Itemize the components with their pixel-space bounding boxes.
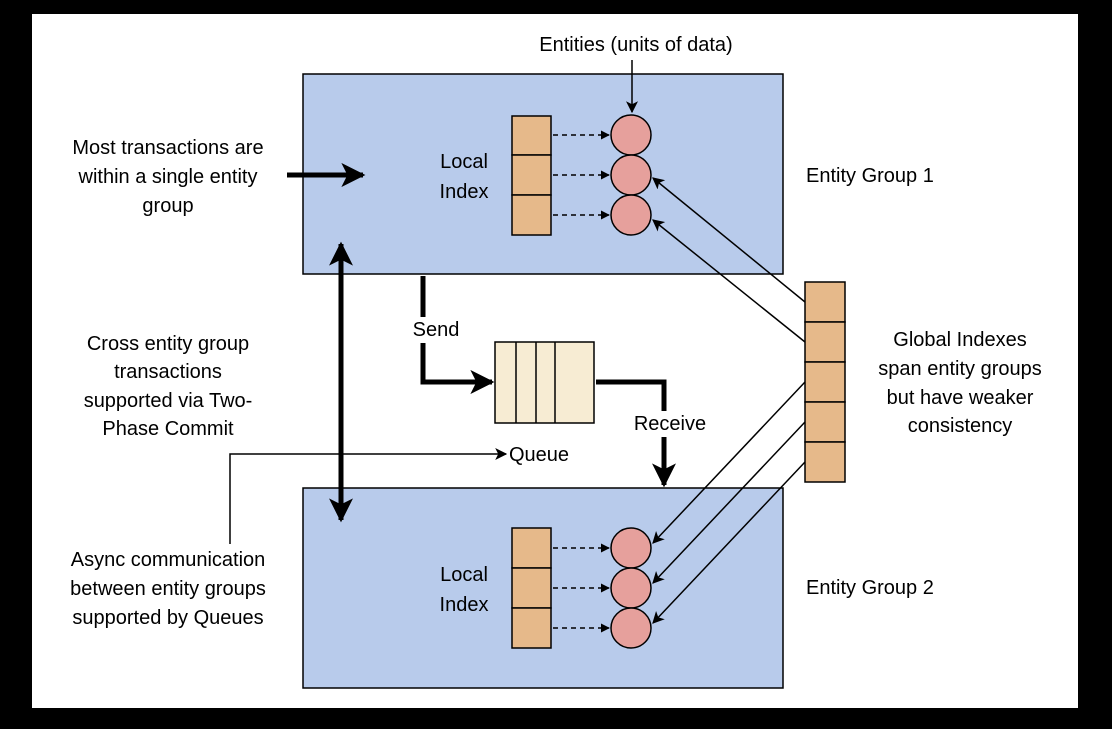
thick-arrows <box>287 163 676 523</box>
cross-group-line-1: Cross entity group <box>87 333 249 355</box>
global-index-stack <box>804 281 846 483</box>
entity-group-1-label: Entity Group 1 <box>806 165 934 187</box>
index-cell <box>511 607 552 649</box>
local-index-1-line-2: Index <box>440 181 489 203</box>
cross-group-line-2: transactions <box>114 361 222 383</box>
local-index-1-line-1: Local <box>440 151 488 173</box>
entity-group-2-label: Entity Group 2 <box>806 577 934 599</box>
async-comm-line-3: supported by Queues <box>72 607 263 629</box>
entity-circle <box>610 114 652 156</box>
local-index-pointers <box>553 130 610 633</box>
most-transactions-line-1: Most transactions are <box>72 137 263 159</box>
global-index-cell <box>804 401 846 443</box>
entity-circle <box>610 607 652 649</box>
index-cell <box>511 115 552 156</box>
most-transactions-line-3: group <box>142 195 193 217</box>
index-cell <box>511 527 552 569</box>
entities-label: Entities (units of data) <box>539 34 732 56</box>
local-index-2-line-2: Index <box>440 594 489 616</box>
entity-circle <box>610 527 652 569</box>
entities-group-2 <box>610 527 652 649</box>
local-index-1-stack <box>511 115 552 236</box>
index-cell <box>511 194 552 236</box>
receive-arrow <box>596 379 676 488</box>
queue-shape <box>494 341 595 424</box>
local-index-2-line-1: Local <box>440 564 488 586</box>
global-indexes-line-4: consistency <box>908 415 1013 437</box>
global-index-cell <box>804 361 846 403</box>
send-label-bg <box>404 317 466 343</box>
global-index-cell <box>804 441 846 483</box>
entities-group-1 <box>610 114 652 236</box>
cross-group-line-4: Phase Commit <box>102 418 234 440</box>
receive-label: Receive <box>634 413 706 435</box>
async-comm-line-2: between entity groups <box>70 578 266 600</box>
cross-group-line-3: supported via Two- <box>84 390 253 412</box>
global-indexes-line-3: but have weaker <box>887 387 1034 409</box>
index-cell <box>511 154 552 196</box>
send-label: Send <box>413 319 460 341</box>
receive-label-bg <box>624 411 710 437</box>
most-transactions-line-2: within a single entity <box>78 166 258 188</box>
entity-circle <box>610 567 652 609</box>
local-index-2-stack <box>511 527 552 649</box>
entity-circle <box>610 154 652 196</box>
entity-circle <box>610 194 652 236</box>
global-index-pointers <box>652 177 806 624</box>
async-comm-connector <box>229 448 508 544</box>
index-cell <box>511 567 552 609</box>
queue-label: Queue <box>509 444 569 466</box>
global-indexes-line-2: span entity groups <box>878 358 1041 380</box>
global-indexes-line-1: Global Indexes <box>893 329 1026 351</box>
send-arrow <box>420 276 495 394</box>
async-comm-line-1: Async communication <box>71 549 266 571</box>
global-index-cell <box>804 321 846 363</box>
global-index-cell <box>804 281 846 323</box>
